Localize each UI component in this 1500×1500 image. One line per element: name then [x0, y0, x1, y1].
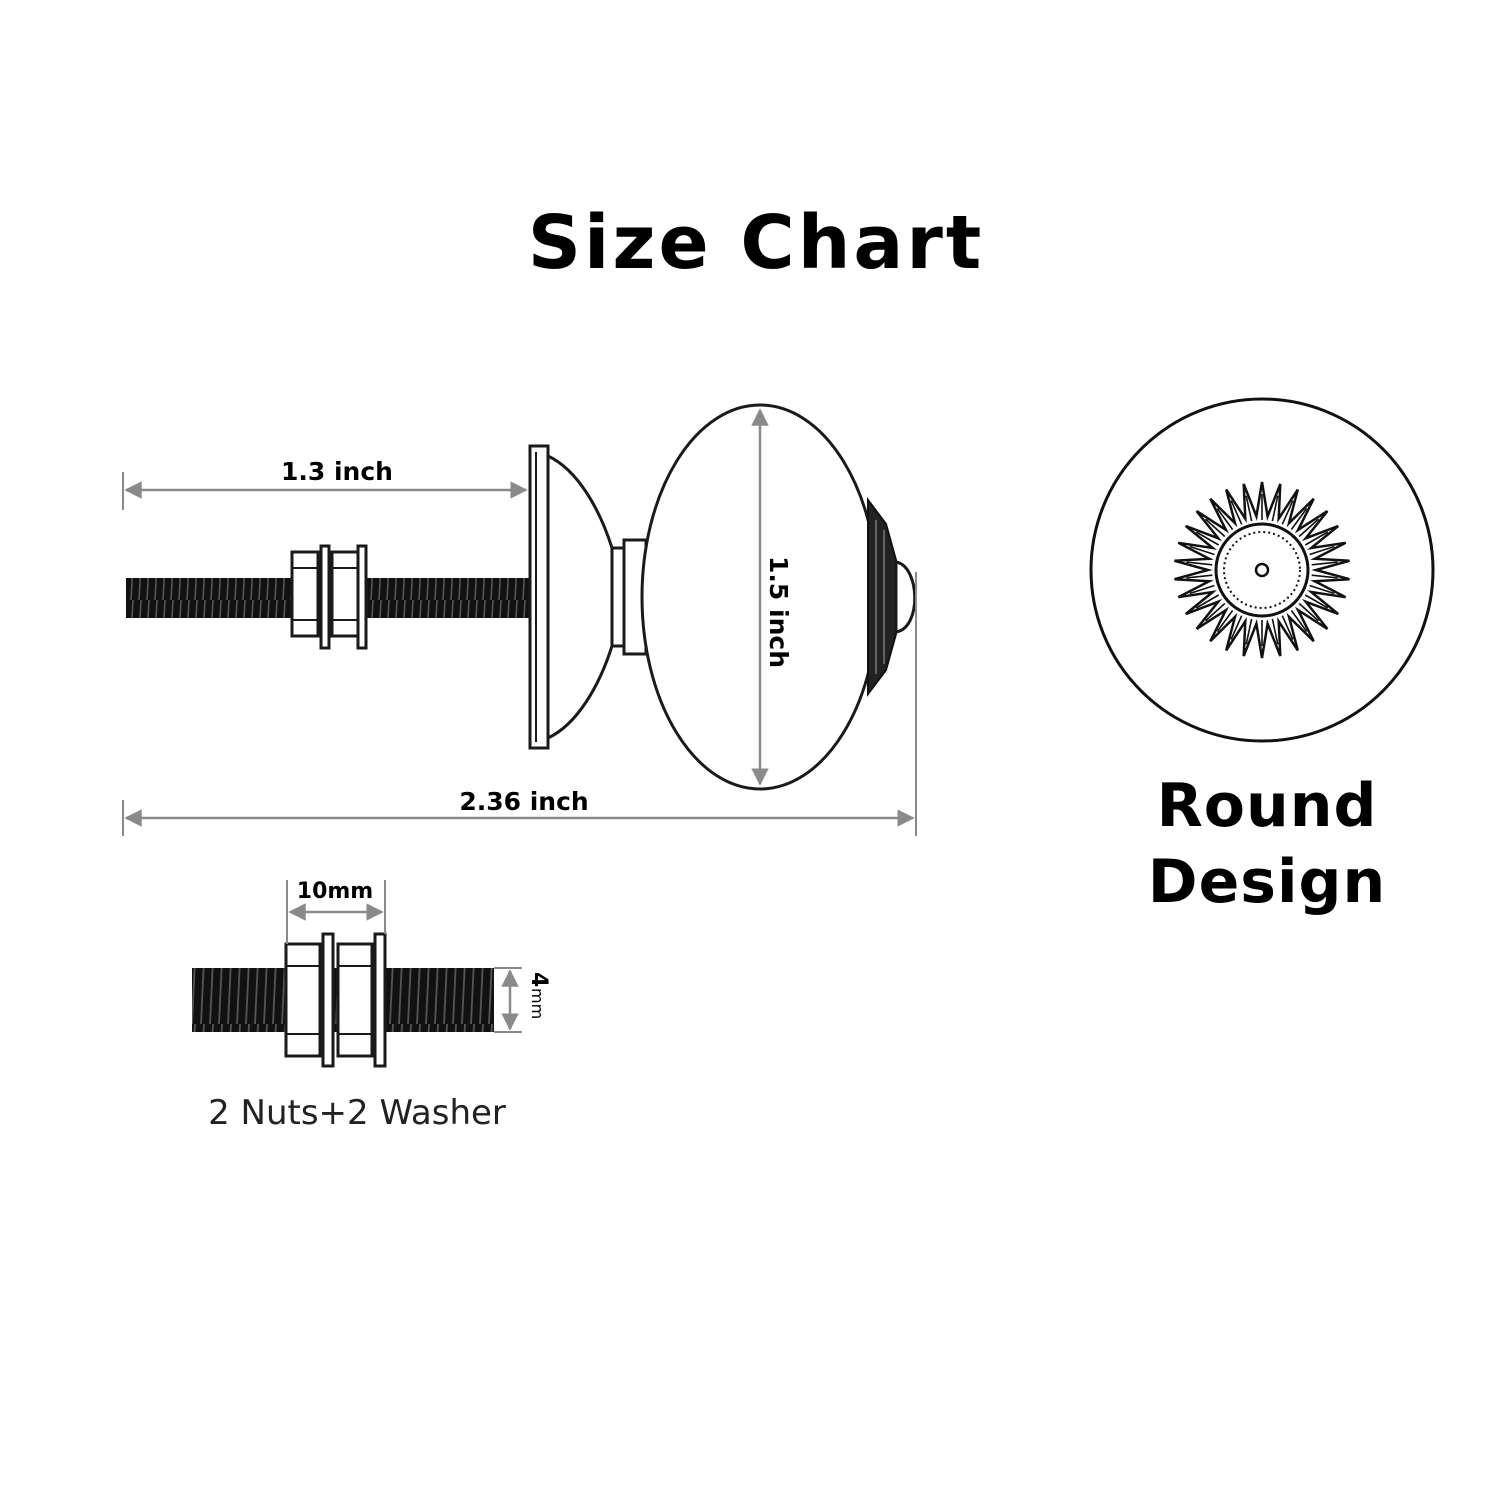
rosette-ray	[1311, 561, 1338, 566]
rosette-ray	[1298, 602, 1320, 622]
knob-base-plate	[528, 444, 550, 750]
rosette-ray	[1204, 518, 1226, 538]
rosette-ray	[1186, 561, 1213, 566]
nut-1	[290, 550, 320, 638]
thread-diameter-unit: mm	[528, 988, 547, 1019]
knob-side-view-icon	[126, 403, 917, 791]
rosette-ray	[1230, 615, 1243, 640]
detail-nut-2	[336, 942, 374, 1058]
detail-washer-2	[373, 932, 387, 1068]
design-label-line2: Design	[1148, 847, 1386, 917]
rosette-ray	[1311, 574, 1338, 579]
rosette-ray	[1309, 584, 1335, 595]
rosette-ray	[1245, 495, 1253, 522]
rosette-ray	[1189, 545, 1215, 556]
rosette-ray	[1281, 500, 1294, 525]
dimension-thread-diameter: 4 mm	[494, 967, 551, 1033]
rosette-ray	[1230, 500, 1243, 525]
rosette-ray	[1281, 615, 1294, 640]
rosette-ray	[1290, 610, 1308, 632]
rosette-ray	[1216, 610, 1234, 632]
rosette-ray	[1204, 602, 1226, 622]
nut-width-label: 10mm	[297, 879, 373, 904]
dimension-knob-height: 1.5 inch	[751, 408, 793, 786]
detail-nut-1	[284, 942, 322, 1058]
dimension-nut-width: 10mm	[286, 879, 386, 944]
rosette-ray	[1298, 518, 1320, 538]
page-title: Size Chart	[528, 200, 984, 286]
rosette-ray	[1216, 508, 1234, 530]
bolt-nuts-washers-icon	[192, 932, 494, 1068]
rosette-ray	[1195, 531, 1220, 546]
bolt-length-label: 1.3 inch	[281, 457, 393, 486]
hardware-caption: 2 Nuts+2 Washer	[208, 1093, 506, 1133]
rosette-ray	[1304, 531, 1329, 546]
knob-height-label: 1.5 inch	[764, 556, 793, 668]
rosette-ray	[1186, 574, 1213, 579]
dimension-bolt-length: 1.3 inch	[122, 457, 528, 510]
knob-front-view-icon	[1089, 397, 1435, 743]
rosette-ray	[1304, 594, 1329, 609]
nut-2	[330, 550, 360, 638]
rosette-ray	[1245, 618, 1253, 645]
thread-diameter-label: 4 mm	[526, 972, 551, 1019]
detail-washer-1	[321, 932, 335, 1068]
rosette-ray	[1271, 618, 1279, 645]
rosette-ray	[1309, 545, 1335, 556]
design-label-line1: Round	[1157, 771, 1378, 841]
rosette-ray	[1290, 508, 1308, 530]
rosette-ray	[1195, 594, 1220, 609]
rosette-ray	[1189, 584, 1215, 595]
washer-1	[319, 544, 331, 650]
washer-2	[356, 544, 368, 650]
rosette-ray	[1271, 495, 1279, 522]
dimension-total-length: 2.36 inch	[122, 572, 917, 836]
thread-diameter-value: 4	[526, 972, 551, 987]
total-length-label: 2.36 inch	[459, 787, 588, 816]
knob-neck	[546, 453, 614, 741]
